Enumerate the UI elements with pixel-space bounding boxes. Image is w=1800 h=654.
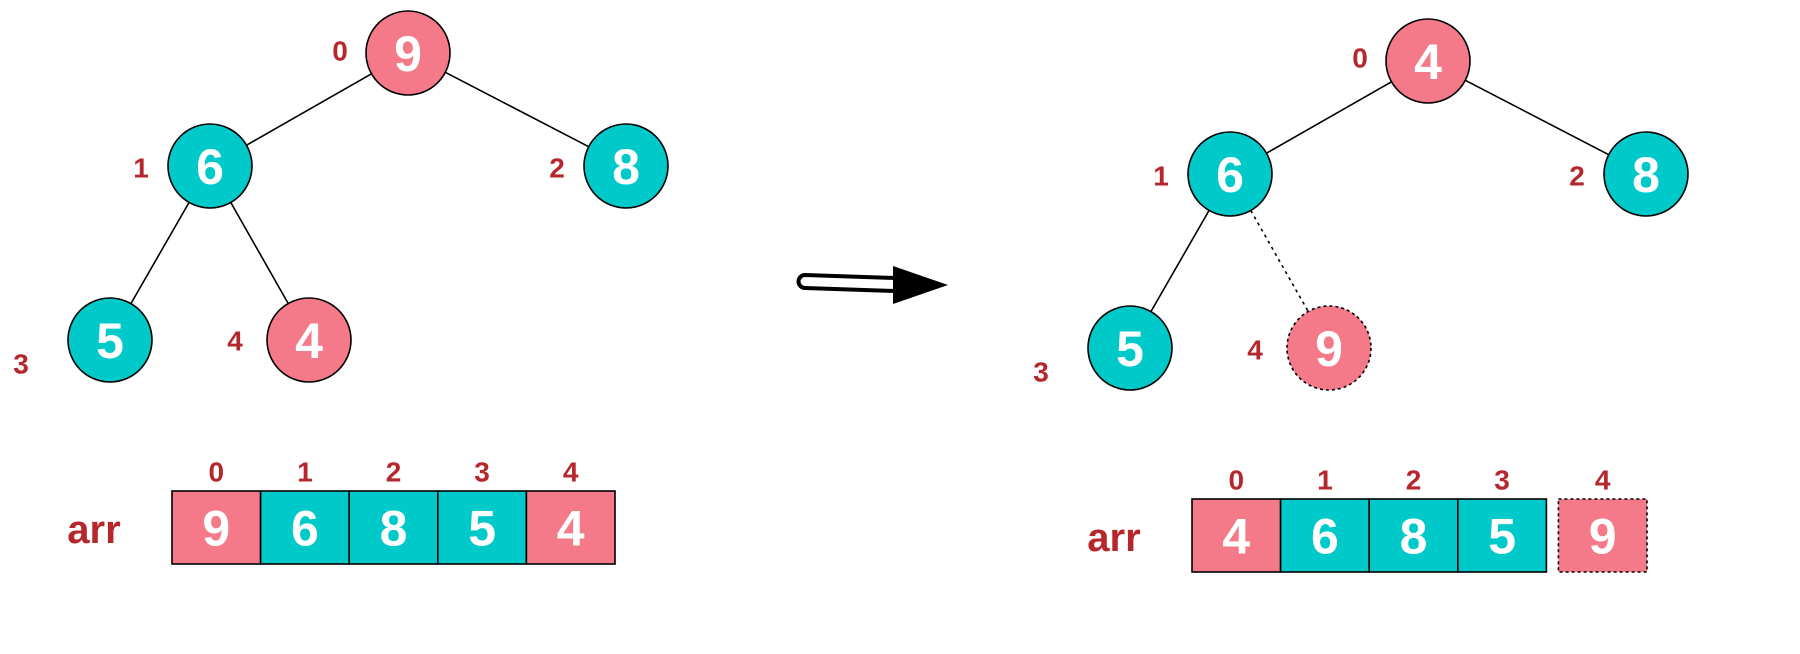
tree-node-4: 44 <box>227 297 352 383</box>
array-cell-0: 90 <box>171 457 262 565</box>
array-index-label: 3 <box>474 457 490 488</box>
tree-edge-1-3 <box>1150 210 1210 312</box>
array-cell-value: 6 <box>1311 509 1339 565</box>
tree-node-circle <box>1603 131 1689 217</box>
array-cell-box <box>436 490 528 565</box>
array-index-label: 1 <box>1317 465 1333 496</box>
tree-edge-0-2 <box>444 71 590 148</box>
array-cell-box <box>259 490 351 565</box>
array-cell-3: 53 <box>1457 465 1548 573</box>
array-cell-box <box>171 490 262 565</box>
array-cell-value: 6 <box>291 501 319 557</box>
array-index-label: 2 <box>386 457 402 488</box>
tree-node-circle <box>1286 305 1372 391</box>
array-label: arr <box>67 508 120 552</box>
tree-node-circle <box>1187 131 1273 217</box>
tree-node-circle <box>167 123 253 209</box>
array-cell-box <box>1457 498 1548 573</box>
tree-node-circle <box>266 297 352 383</box>
tree-node-value: 5 <box>1116 321 1144 377</box>
tree-edge-1-4 <box>1250 210 1309 312</box>
array-index-label: 4 <box>1595 465 1611 496</box>
array-cell-box <box>1557 498 1648 573</box>
tree-node-index: 4 <box>1247 335 1263 366</box>
tree-node-value: 4 <box>295 313 323 369</box>
array-cell-value: 5 <box>468 501 496 557</box>
array-cell-value: 4 <box>557 501 585 557</box>
tree-node-value: 8 <box>612 139 640 195</box>
tree-node-index: 1 <box>1153 161 1169 192</box>
array-cell-value: 9 <box>1589 509 1617 565</box>
array-cell-4: 44 <box>525 457 616 565</box>
tree-node-1: 61 <box>1153 131 1273 217</box>
tree-node-index: 2 <box>1569 161 1585 192</box>
tree-edge-0-1 <box>1266 81 1392 154</box>
tree-node-value: 4 <box>1414 34 1442 90</box>
array-index-label: 4 <box>563 457 579 488</box>
tree-node-circle <box>1087 305 1173 391</box>
array-cell-box <box>348 490 439 565</box>
tree-edge-1-3 <box>130 202 190 304</box>
tree-edge-1-4 <box>230 202 289 304</box>
tree-node-value: 9 <box>1315 321 1343 377</box>
tree-node-circle <box>67 297 153 383</box>
tree-node-circle <box>583 123 669 209</box>
array-index-label: 1 <box>297 457 313 488</box>
tree-node-index: 3 <box>13 349 29 380</box>
hollow-arrow-right-icon <box>796 266 948 304</box>
array-cell-value: 8 <box>1400 509 1428 565</box>
array-index-label: 0 <box>1229 465 1245 496</box>
array-cell-value: 5 <box>1488 509 1516 565</box>
tree-node-index: 0 <box>332 36 348 67</box>
tree-node-value: 9 <box>394 26 422 82</box>
tree-node-4: 94 <box>1247 305 1372 391</box>
tree-node-value: 8 <box>1632 147 1660 203</box>
tree-node-2: 82 <box>1569 131 1689 217</box>
tree-node-0: 40 <box>1352 18 1471 104</box>
array-cell-box <box>1191 498 1282 573</box>
array-index-label: 2 <box>1406 465 1422 496</box>
tree-node-index: 1 <box>133 153 149 184</box>
array-label: arr <box>1087 516 1140 560</box>
tree-node-value: 6 <box>196 139 224 195</box>
array-cell-box <box>1279 498 1370 573</box>
array-cell-2: 82 <box>348 457 439 565</box>
tree-node-index: 0 <box>1352 43 1368 74</box>
array-cell-value: 9 <box>202 501 230 557</box>
array-cell-4: 94 <box>1557 465 1648 573</box>
tree-node-3: 53 <box>1033 305 1173 391</box>
tree-node-2: 82 <box>549 123 669 209</box>
array-cell-value: 4 <box>1222 509 1250 565</box>
array-cell-0: 40 <box>1191 465 1282 573</box>
tree-edge-0-1 <box>246 73 372 146</box>
tree-node-value: 6 <box>1216 147 1244 203</box>
tree-node-circle <box>1385 18 1471 104</box>
tree-node-0: 90 <box>332 10 451 96</box>
array-cell-2: 82 <box>1368 465 1459 573</box>
left-tree-edges <box>130 71 590 304</box>
tree-node-1: 61 <box>133 123 253 209</box>
tree-node-3: 53 <box>13 297 153 383</box>
right-tree-edges <box>1150 79 1610 312</box>
array-cell-1: 61 <box>1279 465 1370 573</box>
array-cell-value: 8 <box>380 501 408 557</box>
array-index-label: 3 <box>1494 465 1510 496</box>
tree-node-index: 2 <box>549 153 565 184</box>
tree-node-index: 3 <box>1033 357 1049 388</box>
tree-node-circle <box>365 10 451 96</box>
tree-edge-0-2 <box>1464 79 1610 156</box>
array-index-label: 0 <box>209 457 225 488</box>
array-cell-3: 53 <box>436 457 528 565</box>
tree-node-value: 5 <box>96 313 124 369</box>
array-cell-box <box>525 490 616 565</box>
array-cell-1: 61 <box>259 457 351 565</box>
tree-node-index: 4 <box>227 326 243 357</box>
